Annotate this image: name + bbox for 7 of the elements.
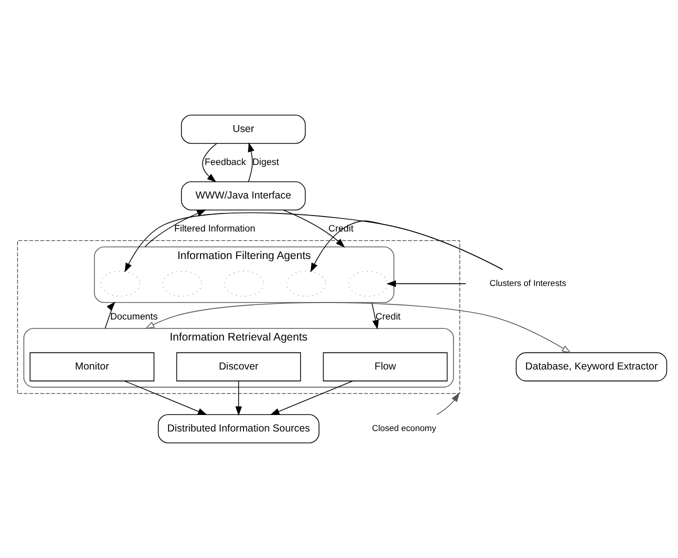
edge-label: Digest [252,156,280,167]
edge-label: Feedback [204,156,246,167]
node-text: Clusters of Interests [490,278,566,288]
edge-label: Documents [110,310,158,322]
node-text: Closed economy [372,422,436,433]
edge-label: Credit [375,310,401,322]
edge-label: Filtered Information [174,222,256,234]
